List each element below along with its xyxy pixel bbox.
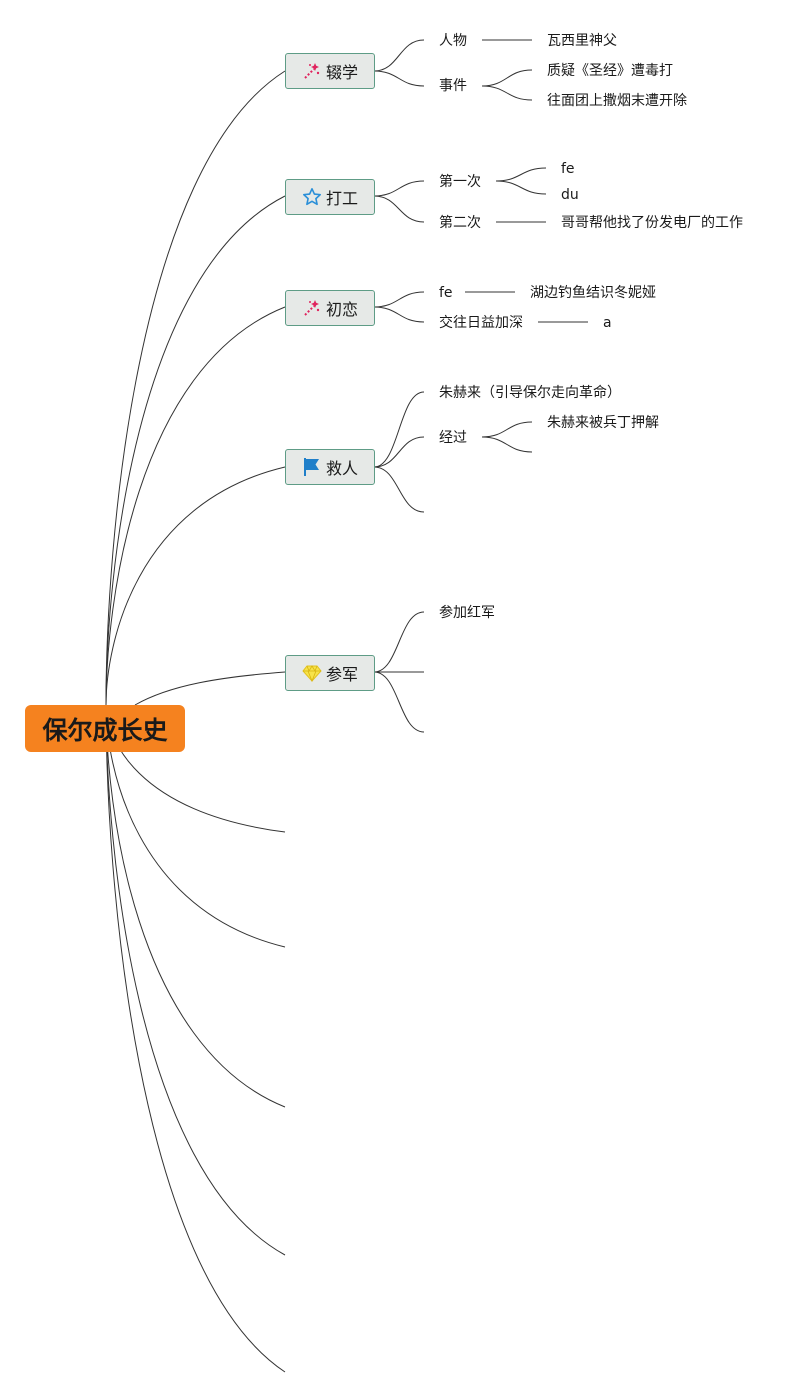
leaf-label[interactable]: 往面团上撒烟末遭开除 xyxy=(547,93,687,109)
branch-connector xyxy=(373,180,425,197)
leaf-label[interactable]: du xyxy=(561,187,579,203)
branch-connector xyxy=(373,466,425,513)
branch-connector xyxy=(373,306,425,323)
root-connector xyxy=(134,671,286,706)
root-connector xyxy=(105,306,286,706)
topic-label: 参军 xyxy=(325,665,358,684)
leaf-label[interactable]: 湖边钓鱼结识冬妮娅 xyxy=(530,285,656,301)
root-connector xyxy=(105,70,286,706)
subtopic-label[interactable]: 交往日益加深 xyxy=(439,315,523,331)
subtopic-label[interactable]: 人物 xyxy=(439,33,467,49)
branch-connector xyxy=(373,70,425,87)
diamond-icon xyxy=(302,663,322,683)
root-connector xyxy=(105,466,286,706)
branch-connector xyxy=(373,391,425,468)
sparkle-wand-icon xyxy=(302,61,322,81)
topic-label: 辍学 xyxy=(325,63,358,82)
leaf-label[interactable]: a xyxy=(603,315,612,331)
topic-label: 初恋 xyxy=(325,300,358,319)
branch-connector xyxy=(481,69,533,87)
subtopic-label[interactable]: fe xyxy=(439,285,453,301)
branch-connector xyxy=(481,421,533,438)
root-topic-label: 保尔成长史 xyxy=(42,715,168,745)
topic-work[interactable]: 打工 xyxy=(285,179,375,215)
branch-connector xyxy=(481,436,533,453)
branch-connector xyxy=(481,85,533,101)
topic-enlist[interactable]: 参军 xyxy=(285,655,375,691)
branch-connector xyxy=(373,39,425,72)
leaf-label[interactable]: 朱赫来被兵丁押解 xyxy=(547,415,659,431)
subtopic-label[interactable]: 第二次 xyxy=(439,215,481,231)
topic-label: 打工 xyxy=(325,189,358,208)
leaf-label[interactable]: 瓦西里神父 xyxy=(547,33,617,49)
subtopic-label[interactable]: 第一次 xyxy=(439,174,481,190)
branch-connector xyxy=(373,195,425,223)
leaf-label[interactable]: 质疑《圣经》遭毒打 xyxy=(547,63,673,79)
topic-dropout[interactable]: 辍学 xyxy=(285,53,375,89)
leaf-label[interactable]: fe xyxy=(561,161,575,177)
branch-connector xyxy=(373,611,425,673)
topic-rescue[interactable]: 救人 xyxy=(285,449,375,485)
sparkle-wand-icon xyxy=(302,298,322,318)
flag-icon xyxy=(302,457,322,477)
branch-connector xyxy=(373,671,425,733)
branch-connector xyxy=(373,291,425,308)
star-outline-icon xyxy=(302,187,322,207)
branch-connector xyxy=(495,167,547,182)
topic-first-love[interactable]: 初恋 xyxy=(285,290,375,326)
topic-label: 救人 xyxy=(325,459,358,478)
root-connector xyxy=(105,704,286,1108)
root-connector xyxy=(105,704,286,1256)
subtopic-label[interactable]: 经过 xyxy=(439,430,467,446)
branch-connector xyxy=(495,180,547,195)
branch-connector xyxy=(373,436,425,468)
root-topic[interactable]: 保尔成长史 xyxy=(25,705,185,752)
root-connector xyxy=(105,704,286,1373)
subtopic-label[interactable]: 参加红军 xyxy=(439,605,495,621)
subtopic-label[interactable]: 事件 xyxy=(439,78,467,94)
root-connector xyxy=(105,195,286,706)
leaf-label[interactable]: 哥哥帮他找了份发电厂的工作 xyxy=(561,215,743,231)
subtopic-label[interactable]: 朱赫来（引导保尔走向革命） xyxy=(439,385,621,401)
